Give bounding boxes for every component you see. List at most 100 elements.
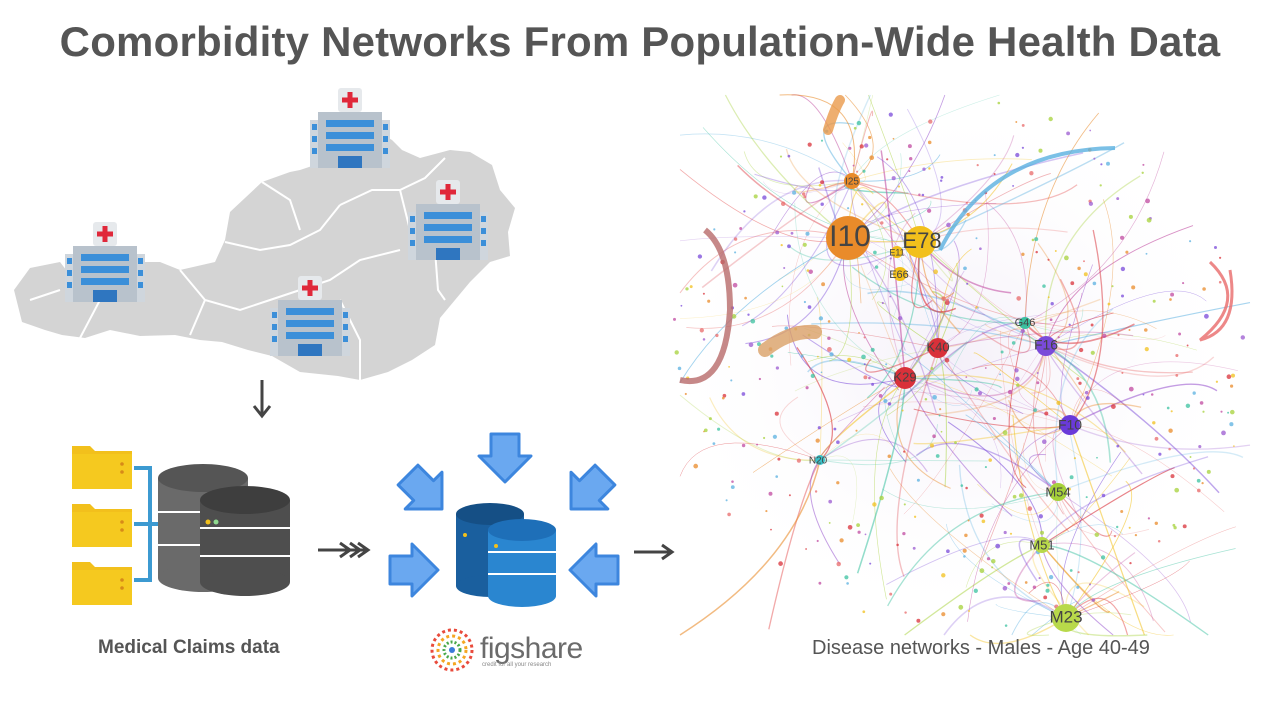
- network-dot: [680, 304, 683, 307]
- network-dot: [988, 458, 992, 462]
- network-dot: [1039, 530, 1045, 535]
- network-edge: [1045, 290, 1207, 347]
- network-dot: [869, 562, 872, 565]
- network-dot: [927, 140, 932, 145]
- network-edge: [937, 298, 1101, 349]
- network-dot: [1142, 163, 1145, 166]
- network-dot: [689, 285, 693, 289]
- network-dot: [1121, 294, 1124, 298]
- network-dot: [922, 167, 926, 171]
- network-dot: [1056, 400, 1061, 406]
- network-dot: [1117, 333, 1120, 337]
- network-dot: [993, 154, 996, 157]
- network-edge: [851, 94, 874, 182]
- network-dot: [712, 442, 716, 445]
- node-marker: [1034, 537, 1050, 553]
- network-edge: [1057, 491, 1166, 633]
- network-edge: [999, 330, 1043, 546]
- network-dot: [818, 183, 822, 187]
- network-edge: [965, 414, 1059, 493]
- network-dot: [1113, 534, 1117, 538]
- network-dot: [1240, 335, 1246, 340]
- network-dot: [871, 382, 875, 386]
- network-dot: [979, 247, 982, 251]
- node-label-E66: E66: [889, 269, 909, 281]
- network-edge: [779, 94, 856, 182]
- network-dot: [979, 568, 985, 574]
- folder-icon: [72, 446, 132, 489]
- network-dot: [853, 126, 857, 130]
- network-dot: [874, 265, 879, 269]
- node-marker: [891, 246, 903, 258]
- network-edge: [1011, 424, 1071, 483]
- network-edge: [904, 377, 1002, 389]
- network-edge: [709, 397, 821, 461]
- network-dot: [1202, 287, 1206, 291]
- network-dot: [1119, 235, 1125, 240]
- network-edge: [1041, 524, 1124, 546]
- network-dot: [965, 486, 968, 490]
- network-dot: [1107, 302, 1111, 306]
- network-dot: [1048, 116, 1053, 122]
- network-dot: [1036, 381, 1040, 385]
- network-edge: [937, 192, 989, 349]
- network-dot: [862, 169, 866, 173]
- network-edge: [1041, 544, 1209, 636]
- network-dot: [770, 354, 774, 358]
- network-dot: [1012, 184, 1015, 187]
- network-edge: [919, 173, 1051, 243]
- network-edge: [937, 331, 1134, 349]
- network-dot: [1085, 496, 1088, 499]
- network-edge: [851, 110, 874, 182]
- network-dot: [1084, 391, 1089, 395]
- network-edge: [679, 236, 849, 242]
- network-dot: [928, 119, 933, 124]
- network-dot: [790, 231, 794, 235]
- network-edge: [924, 345, 1047, 397]
- network-edge: [943, 596, 1067, 636]
- network-dot: [1011, 341, 1016, 345]
- network-dot: [1192, 391, 1196, 395]
- network-dot: [800, 354, 804, 358]
- network-edge: [679, 394, 821, 462]
- disease-network: I10 E78 I25 E11 E66 G46 F16 K40 K29 F10 …: [655, 90, 1255, 645]
- network-dot: [1042, 284, 1046, 288]
- network-dot: [991, 558, 996, 564]
- node-label-I10: I10: [829, 220, 871, 253]
- network-edge: [903, 322, 1026, 515]
- network-dot: [820, 139, 824, 142]
- network-dot: [775, 366, 780, 370]
- network-dot: [958, 604, 964, 610]
- network-dot: [693, 463, 699, 469]
- network-edge: [904, 377, 1002, 489]
- inward-arrow-icon: [388, 542, 440, 598]
- network-dot: [1076, 377, 1080, 381]
- network-dot: [777, 457, 781, 461]
- network-edge: [856, 377, 906, 574]
- network-dot: [896, 543, 899, 547]
- network-edge: [1069, 424, 1225, 513]
- folder-icon: [72, 562, 132, 605]
- network-edge: [702, 127, 921, 243]
- network-edge: [679, 230, 849, 294]
- network-dot: [912, 546, 916, 550]
- node-marker: [1052, 604, 1080, 632]
- network-edge: [1024, 151, 1165, 324]
- network-dot: [1157, 539, 1161, 543]
- network-dot: [781, 285, 784, 288]
- network-dot: [803, 195, 807, 199]
- network-edge: [937, 263, 958, 349]
- network-edge: [865, 347, 939, 373]
- network-dot: [1116, 197, 1120, 201]
- network-dot: [1229, 422, 1234, 427]
- network-edge: [1045, 345, 1215, 377]
- network-dot: [924, 397, 928, 401]
- network-dot: [1069, 475, 1074, 480]
- network-edge: [1069, 424, 1251, 450]
- network-dot: [1150, 393, 1154, 396]
- network-dot: [836, 481, 840, 485]
- network-dot: [717, 427, 721, 431]
- node-label-N20: N20: [809, 456, 828, 467]
- network-dot: [808, 269, 813, 274]
- network-dot: [1147, 517, 1151, 520]
